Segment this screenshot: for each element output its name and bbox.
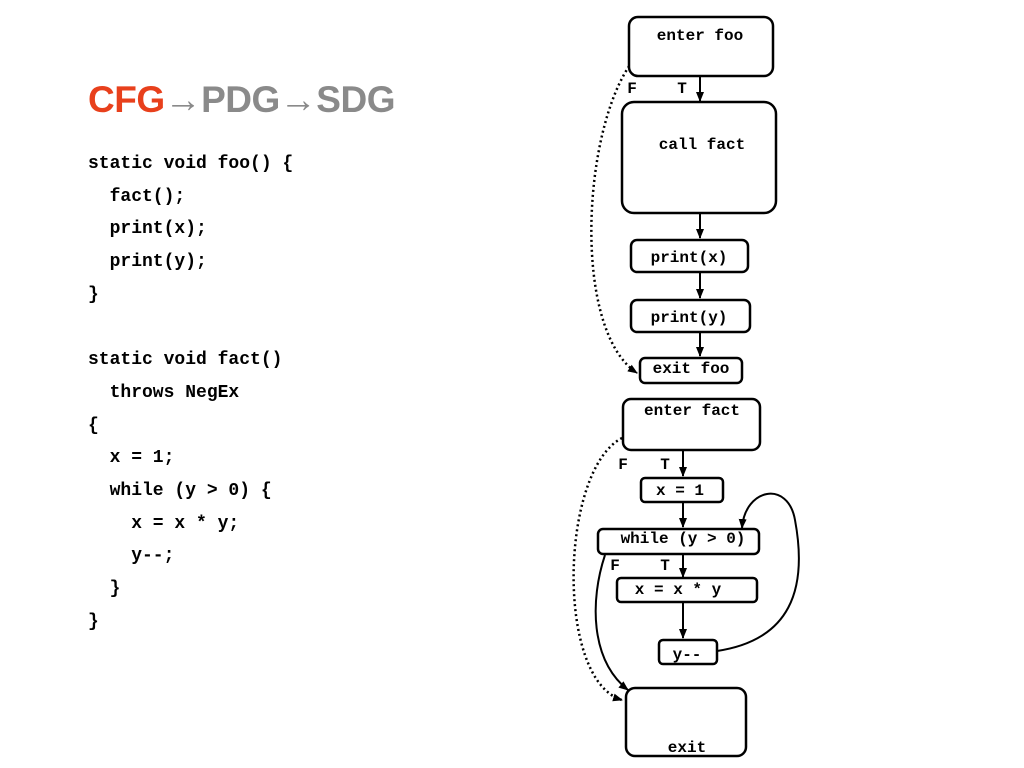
node-x-eq-1-label: x = 1 [656, 482, 704, 500]
edge-label-enter-fact-false: F [618, 456, 628, 474]
code-line: static void foo() { [88, 154, 294, 174]
code-line: } [88, 611, 99, 632]
title-arrow-2: → [279, 79, 317, 120]
title-sdg: SDG [316, 79, 395, 120]
node-x-eq-1: x = 1 [639, 476, 725, 504]
node-print-y: print(y) [629, 298, 752, 334]
code-line: throws NegEx [88, 382, 240, 403]
edge-y-dec-back-to-while [716, 492, 800, 652]
title-pdg: PDG [201, 79, 280, 120]
edge-label-while-false: F [610, 557, 620, 575]
title-cfg: CFG [88, 79, 165, 120]
edge-enter-foo-false-to-exit-foo [590, 61, 638, 375]
node-print-x-label: print(x) [651, 249, 728, 267]
node-enter-fact-label: enter fact [644, 402, 740, 420]
code-line: } [88, 284, 99, 305]
edge-label-enter-foo-true: T [677, 80, 687, 98]
node-enter-fact: enter fact [621, 397, 762, 452]
title-arrow-1: → [164, 79, 202, 120]
code-line: { [88, 415, 99, 436]
node-while: while (y > 0) [596, 527, 761, 556]
code-line: print(x); [88, 219, 207, 240]
node-print-y-label: print(y) [651, 309, 728, 327]
code-line: print(y); [88, 252, 207, 273]
node-while-label: while (y > 0) [621, 530, 746, 548]
edge-label-while-true: T [660, 557, 670, 575]
edge-enter-fact-false-to-exit [572, 436, 623, 702]
code-line: x = 1; [88, 448, 175, 469]
node-exit-foo-label: exit foo [653, 360, 730, 378]
node-call-fact: call fact [620, 100, 778, 215]
node-y-dec: y-- [657, 638, 719, 666]
node-print-x: print(x) [629, 238, 750, 274]
code-line: while (y > 0) { [88, 481, 272, 502]
code-line: fact(); [88, 186, 186, 207]
node-enter-foo: enter foo [627, 15, 775, 78]
node-exit-label: exit [668, 739, 706, 757]
slide-title: CFG→PDG→SDG [88, 78, 395, 122]
code-line: y--; [88, 546, 175, 567]
edge-while-false-to-exit [594, 554, 629, 691]
node-exit-foo: exit foo [638, 356, 744, 385]
node-exit: exit [624, 686, 748, 758]
node-call-fact-label: call fact [659, 136, 745, 154]
code-line: x = x * y; [88, 513, 240, 534]
node-y-dec-label: y-- [673, 646, 702, 664]
edge-label-enter-foo-false: F [627, 80, 637, 98]
code-line: static void fact() [88, 350, 283, 371]
node-x-eq-x-times-y-label: x = x * y [635, 581, 722, 599]
code-listing: static void foo() { fact(); print(x); pr… [88, 148, 293, 639]
node-x-eq-x-times-y: x = x * y [615, 576, 759, 604]
edge-label-enter-fact-true: T [660, 456, 670, 474]
code-line: } [88, 579, 121, 600]
node-enter-foo-label: enter foo [657, 27, 743, 45]
